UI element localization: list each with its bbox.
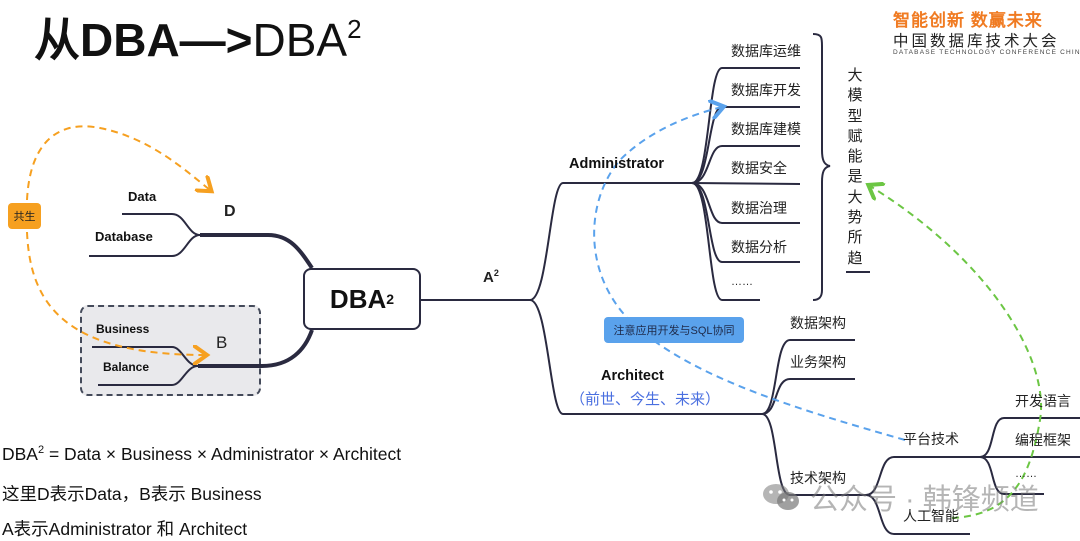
tech-item-platform: 平台技术 (903, 431, 959, 447)
title-main: DBA (252, 14, 348, 66)
node-a2: A2 (483, 268, 499, 286)
watermark: 公众号 · 韩锋频道 (762, 476, 1039, 518)
tech-item-ai: 人工智能 (903, 508, 959, 524)
connector-b-trunk (198, 329, 314, 368)
sql-collab-arrow (593, 107, 906, 441)
architect-subtitle: （前世、今生、未来） (570, 391, 721, 408)
admin-item: 数据库建模 (731, 121, 801, 137)
platform-item: …… (1015, 468, 1037, 480)
conference-slogan: 智能创新 数赢未来 (893, 11, 1043, 30)
connector-d-trunk (200, 233, 314, 270)
b-group-box (80, 305, 261, 396)
connector-d-database (89, 234, 201, 257)
node-business: Business (96, 322, 150, 336)
architect-item: 数据架构 (790, 315, 846, 331)
connector-architect (529, 299, 762, 415)
node-database: Database (95, 229, 153, 244)
architect-item: 业务架构 (790, 354, 846, 370)
center-label: DBA (329, 283, 387, 314)
brace (812, 33, 831, 301)
symbiosis-tag: 共生 (8, 203, 41, 229)
connector-d-data (122, 213, 201, 236)
symbiosis-arrow-top (26, 125, 210, 201)
wechat-icon (762, 482, 802, 512)
title-sup: 2 (347, 14, 362, 44)
symbiosis-arrow-bottom (26, 231, 205, 355)
admin-item: …… (731, 276, 753, 288)
conference-english: DATABASE TECHNOLOGY CONFERENCE CHINA (893, 49, 1080, 56)
page-title: 从DBA—>DBA2 (34, 2, 362, 67)
connector-administrator (529, 182, 692, 301)
formula-line-2: 这里D表示Data，B表示 Business (2, 484, 262, 504)
node-balance: Balance (103, 360, 150, 374)
formula-line-3: A表示Administrator 和 Architect (2, 519, 248, 539)
admin-item: 数据库开发 (731, 82, 801, 98)
admin-item: 数据分析 (731, 239, 787, 255)
node-administrator: Administrator (569, 156, 665, 172)
platform-item: 编程框架 (1015, 432, 1071, 448)
admin-item: 数据安全 (731, 160, 787, 176)
center-sup: 2 (386, 291, 395, 307)
formula-line-1: DBA2 = Data × Business × Administrator ×… (2, 444, 402, 464)
node-d: D (224, 203, 236, 220)
admin-item: 数据治理 (731, 200, 787, 216)
node-data: Data (128, 189, 157, 204)
node-b: B (216, 333, 228, 352)
brace-note: 大模型赋能是大势所趋 (847, 67, 863, 267)
watermark-text: 公众号 · 韩锋频道 (810, 484, 1039, 516)
ai-trend-arrow (870, 186, 1043, 519)
architect-item: 技术架构 (790, 470, 846, 486)
node-architect: Architect (601, 368, 664, 384)
admin-item: 数据库运维 (731, 43, 801, 59)
platform-item: 开发语言 (1015, 393, 1071, 409)
conference-name: 中国数据库技术大会 (893, 33, 1060, 50)
connector-b-business (92, 346, 199, 367)
sql-collab-note: 注意应用开发与SQL协同 (604, 317, 744, 343)
title-prefix: 从DBA—> (34, 14, 253, 66)
connector-b-balance (98, 365, 199, 386)
